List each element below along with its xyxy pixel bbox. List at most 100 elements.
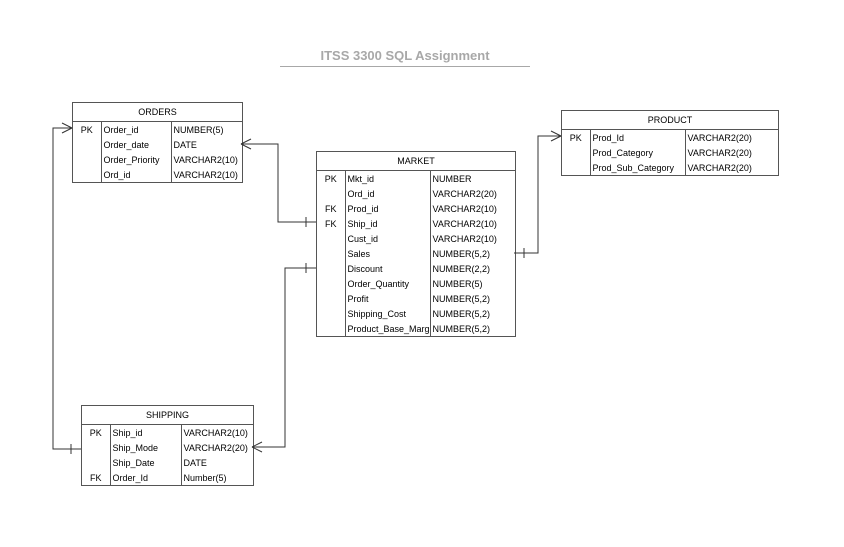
key-cell [317, 276, 346, 291]
table-row[interactable]: PK Ship_id VARCHAR2(10) [82, 425, 253, 440]
entity-shipping-name: SHIPPING [82, 406, 253, 425]
field-cell: Order_Priority [101, 152, 172, 167]
relationship-shipping-market[interactable] [251, 263, 316, 453]
key-cell [317, 306, 346, 321]
field-cell: Prod_Category [590, 145, 686, 160]
field-cell: Order_id [101, 122, 172, 137]
key-cell [317, 186, 346, 201]
entity-orders[interactable]: ORDERS PK Order_id NUMBER(5) Order_date … [72, 102, 243, 183]
table-row[interactable]: PK Prod_Id VARCHAR2(20) [562, 130, 778, 145]
relationship-market-product[interactable] [514, 130, 562, 258]
field-cell: Sales [345, 246, 431, 261]
key-cell [317, 231, 346, 246]
field-cell: Ord_id [101, 167, 172, 182]
field-cell: Ord_id [345, 186, 431, 201]
table-row[interactable]: Shipping_Cost NUMBER(5,2) [317, 306, 515, 321]
table-row[interactable]: Order_date DATE [73, 137, 242, 152]
type-cell: VARCHAR2(10) [432, 203, 497, 214]
table-row[interactable]: Prod_Category VARCHAR2(20) [562, 145, 778, 160]
type-cell: NUMBER [432, 173, 472, 184]
type-cell: DATE [183, 457, 207, 468]
type-cell: NUMBER(5) [432, 278, 483, 289]
type-cell: VARCHAR2(10) [183, 427, 248, 438]
entity-orders-fields: PK Order_id NUMBER(5) Order_date DATE Or… [73, 122, 242, 182]
table-row[interactable]: Cust_id VARCHAR2(10) [317, 231, 515, 246]
type-cell: VARCHAR2(10) [173, 154, 238, 165]
entity-market-fields: PK Mkt_id NUMBER Ord_id VARCHAR2(20) FK … [317, 171, 515, 336]
key-cell [317, 261, 346, 276]
type-cell: VARCHAR2(20) [687, 162, 752, 173]
field-cell: Cust_id [345, 231, 431, 246]
key-cell [82, 455, 111, 470]
key-cell [317, 246, 346, 261]
key-cell [73, 167, 102, 182]
relationship-orders-market[interactable] [240, 138, 316, 227]
entity-market-name: MARKET [317, 152, 515, 171]
relationship-orders-shipping[interactable] [52, 122, 81, 454]
field-cell: Profit [345, 291, 431, 306]
type-cell: NUMBER(5,2) [432, 293, 491, 304]
type-cell: NUMBER(5,2) [432, 323, 491, 334]
table-row[interactable]: Profit NUMBER(5,2) [317, 291, 515, 306]
field-cell: Order_Quantity [345, 276, 431, 291]
field-cell: Order_date [101, 137, 172, 152]
key-cell [317, 291, 346, 306]
field-cell: Order_Id [110, 470, 182, 485]
key-cell [562, 145, 591, 160]
type-cell: VARCHAR2(10) [432, 233, 497, 244]
entity-market[interactable]: MARKET PK Mkt_id NUMBER Ord_id VARCHAR2(… [316, 151, 516, 337]
entity-orders-name: ORDERS [73, 103, 242, 122]
field-cell: Discount [345, 261, 431, 276]
type-cell: NUMBER(5,2) [432, 308, 491, 319]
entity-product[interactable]: PRODUCT PK Prod_Id VARCHAR2(20) Prod_Cat… [561, 110, 779, 176]
table-row[interactable]: PK Order_id NUMBER(5) [73, 122, 242, 137]
field-cell: Shipping_Cost [345, 306, 431, 321]
field-cell: Ship_Mode [110, 440, 182, 455]
table-row[interactable]: Ord_id VARCHAR2(20) [317, 186, 515, 201]
key-cell: FK [317, 201, 346, 216]
key-cell [82, 440, 111, 455]
table-row[interactable]: Sales NUMBER(5,2) [317, 246, 515, 261]
table-row[interactable]: FK Ship_id VARCHAR2(10) [317, 216, 515, 231]
table-row[interactable]: Order_Quantity NUMBER(5) [317, 276, 515, 291]
type-cell: VARCHAR2(10) [432, 218, 497, 229]
table-row[interactable]: Discount NUMBER(2,2) [317, 261, 515, 276]
diagram-title: ITSS 3300 SQL Assignment [280, 48, 530, 67]
table-row[interactable]: Product_Base_Margin NUMBER(5,2) [317, 321, 515, 336]
key-cell [562, 160, 591, 175]
entity-shipping[interactable]: SHIPPING PK Ship_id VARCHAR2(10) Ship_Mo… [81, 405, 254, 486]
type-cell: VARCHAR2(20) [687, 132, 752, 143]
key-cell: PK [317, 171, 346, 186]
table-row[interactable]: FK Order_Id Number(5) [82, 470, 253, 485]
type-cell: NUMBER(2,2) [432, 263, 491, 274]
field-cell: Mkt_id [345, 171, 431, 186]
type-cell: DATE [173, 139, 197, 150]
key-cell [73, 152, 102, 167]
field-cell: Prod_Sub_Category [590, 160, 686, 175]
key-cell: FK [317, 216, 346, 231]
field-cell: Prod_Id [590, 130, 686, 145]
table-row[interactable]: Ship_Date DATE [82, 455, 253, 470]
type-cell: VARCHAR2(20) [432, 188, 497, 199]
key-cell: PK [82, 425, 111, 440]
key-cell [73, 137, 102, 152]
table-row[interactable]: FK Prod_id VARCHAR2(10) [317, 201, 515, 216]
entity-product-name: PRODUCT [562, 111, 778, 130]
type-cell: NUMBER(5) [173, 124, 224, 135]
table-row[interactable]: Ship_Mode VARCHAR2(20) [82, 440, 253, 455]
field-cell: Ship_id [110, 425, 182, 440]
type-cell: VARCHAR2(20) [183, 442, 248, 453]
field-cell: Ship_Date [110, 455, 182, 470]
key-cell: FK [82, 470, 111, 485]
table-row[interactable]: Prod_Sub_Category VARCHAR2(20) [562, 160, 778, 175]
table-row[interactable]: Ord_id VARCHAR2(10) [73, 167, 242, 182]
table-row[interactable]: Order_Priority VARCHAR2(10) [73, 152, 242, 167]
table-row[interactable]: PK Mkt_id NUMBER [317, 171, 515, 186]
type-cell: Number(5) [183, 472, 227, 483]
type-cell: VARCHAR2(20) [687, 147, 752, 158]
key-cell: PK [73, 122, 102, 137]
type-cell: NUMBER(5,2) [432, 248, 491, 259]
field-cell: Ship_id [345, 216, 431, 231]
entity-product-fields: PK Prod_Id VARCHAR2(20) Prod_Category VA… [562, 130, 778, 175]
